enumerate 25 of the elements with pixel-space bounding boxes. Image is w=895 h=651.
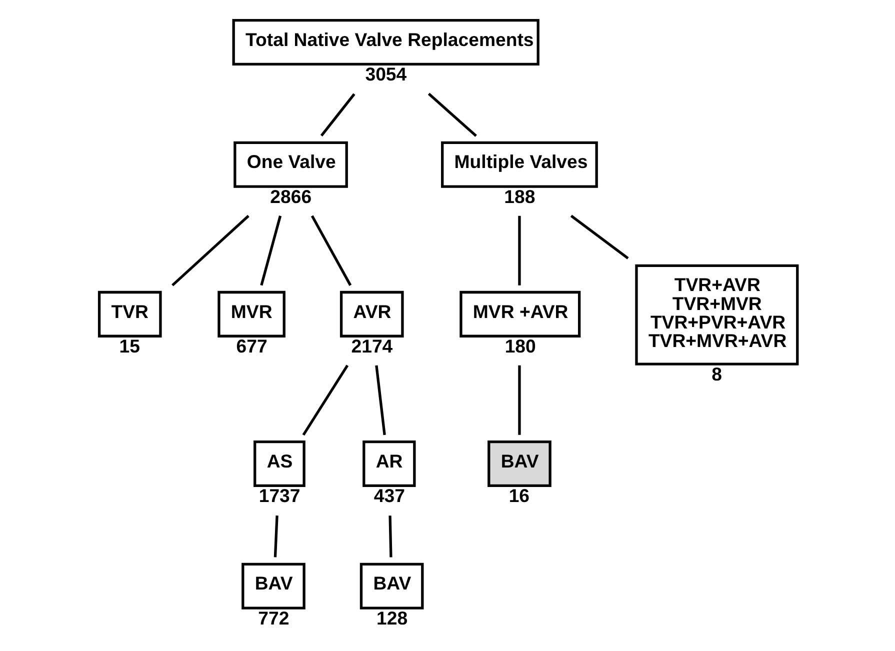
node-label: 772 <box>258 607 289 628</box>
connector <box>518 365 520 435</box>
node-label: 3054 <box>364 63 406 84</box>
connector <box>427 92 476 137</box>
connector <box>260 215 282 286</box>
connector <box>302 364 348 436</box>
connector <box>570 214 628 260</box>
connector <box>171 214 249 286</box>
connector <box>388 516 392 558</box>
connector <box>273 516 278 558</box>
node-label: 2866 <box>270 186 312 207</box>
connector <box>374 365 386 436</box>
connector <box>310 215 352 286</box>
node-label: 180 <box>504 335 536 356</box>
connector <box>518 216 520 286</box>
node-label: 8 <box>711 363 722 384</box>
node-label: 2174 <box>350 335 392 356</box>
node-label: 437 <box>373 484 404 506</box>
node-label: 15 <box>118 335 140 356</box>
connector <box>320 93 355 137</box>
node-label: 677 <box>236 335 267 356</box>
node-label: 1737 <box>258 484 300 506</box>
node-label: 188 <box>504 186 535 207</box>
node-label: 16 <box>508 484 530 506</box>
node-label: 128 <box>376 607 408 628</box>
